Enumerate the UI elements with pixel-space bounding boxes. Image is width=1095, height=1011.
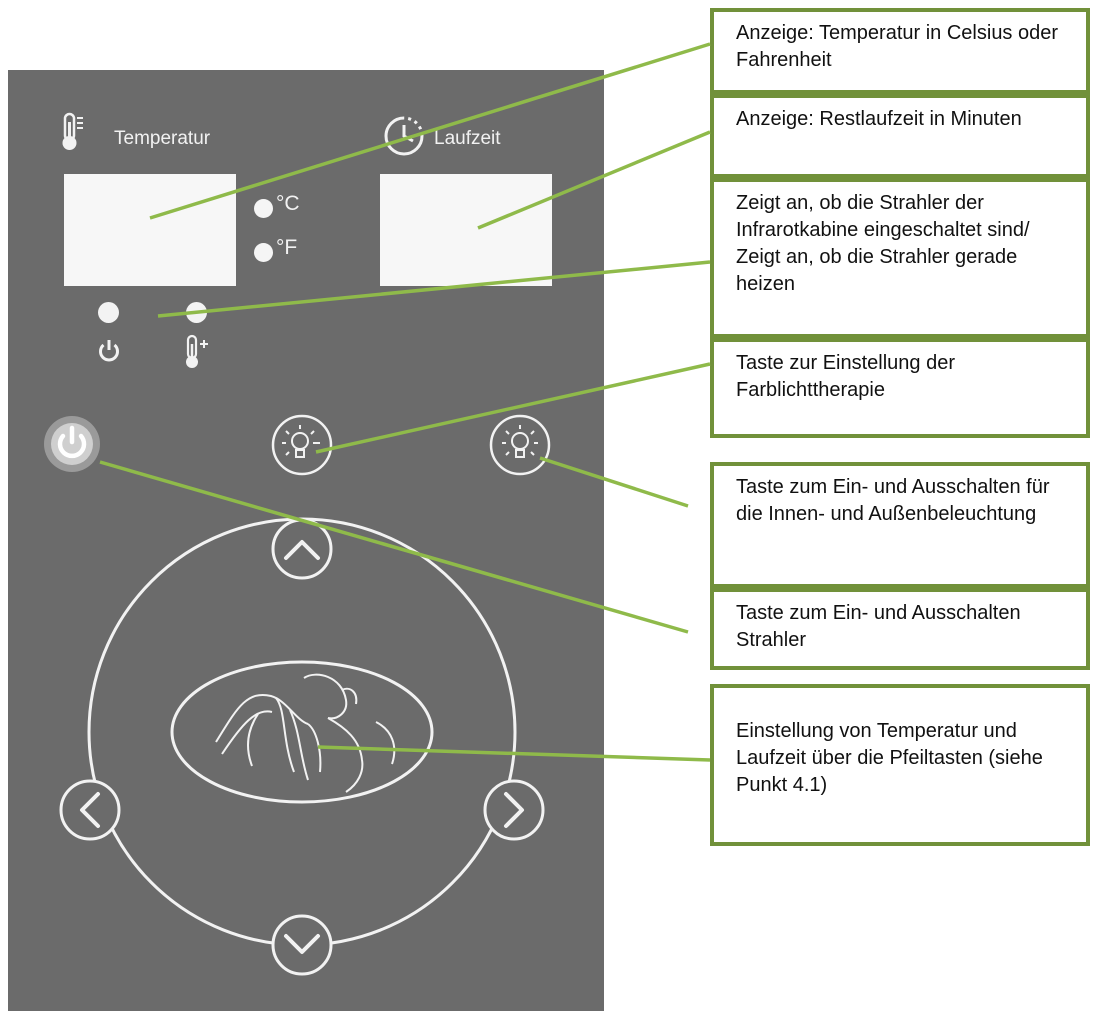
power-icon: [99, 340, 119, 362]
figure-logo-icon: [215, 673, 396, 793]
runtime-label: Laufzeit: [434, 128, 501, 149]
figure-logo: [170, 660, 434, 804]
color-light-button[interactable]: [264, 414, 342, 476]
celsius-label: °C: [276, 192, 300, 215]
arrow-right-button[interactable]: [483, 779, 545, 841]
light-button[interactable]: [489, 414, 551, 476]
leader-line-temperature: [149, 42, 711, 220]
fahrenheit-label: °F: [276, 236, 298, 259]
leader-line-runtime: [477, 130, 711, 230]
callout-runtime-display: Anzeige: Restlaufzeit in Minuten: [710, 94, 1090, 178]
fahrenheit-indicator: [254, 243, 273, 262]
celsius-indicator: [254, 199, 273, 218]
leader-line-arrow-pad: [317, 745, 711, 762]
callout-arrow-pad: Einstellung von Temperatur und Laufzeit …: [710, 684, 1090, 846]
power-button[interactable]: [42, 414, 102, 474]
arrow-down-icon: [284, 934, 320, 954]
temperature-label: Temperatur: [114, 128, 211, 149]
arrow-down-button[interactable]: [271, 914, 333, 976]
arrow-up-button[interactable]: [271, 518, 333, 580]
callout-temperature-display: Anzeige: Temperatur in Celsius oder Fahr…: [710, 8, 1090, 94]
leader-line-color-light: [315, 362, 711, 454]
runtime-display: [380, 174, 552, 286]
leader-line-status: [157, 260, 711, 318]
leader-line-light: [539, 456, 689, 508]
callout-status-leds: Zeigt an, ob die Strahler der Infrarotka…: [710, 178, 1090, 338]
callout-light-button: Taste zum Ein- und Ausschalten für die I…: [710, 462, 1090, 588]
callout-power-button: Taste zum Ein- und Ausschalten Strahler: [710, 588, 1090, 670]
arrow-left-icon: [80, 792, 100, 828]
heating-thermometer-icon: [186, 334, 208, 368]
color-light-bulb-icon: [282, 425, 320, 458]
leader-line-power: [99, 460, 689, 634]
light-bulb-icon: [502, 425, 538, 458]
callout-color-light-button: Taste zur Einstellung der Farblichtthera…: [710, 338, 1090, 438]
control-panel: Temperatur Laufzeit °C °F: [8, 70, 604, 1011]
arrow-left-button[interactable]: [59, 779, 121, 841]
temperature-display: [64, 174, 236, 286]
arrow-up-icon: [284, 540, 320, 560]
thermometer-icon: [62, 112, 83, 150]
arrow-pad: [59, 517, 545, 976]
arrow-right-icon: [504, 792, 524, 828]
power-status-led: [98, 302, 119, 323]
